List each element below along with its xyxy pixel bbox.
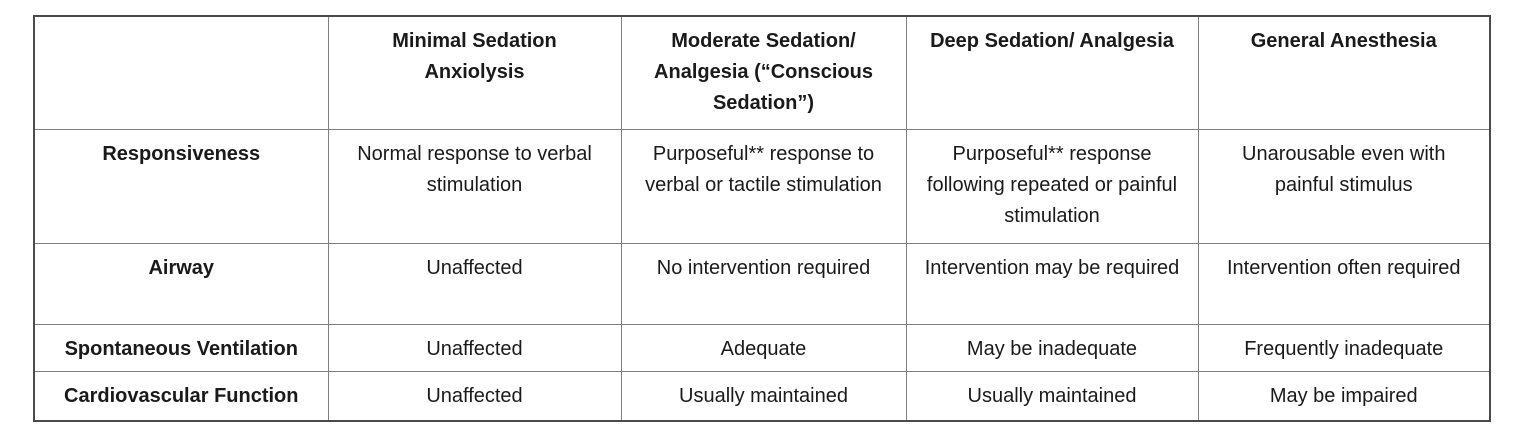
- table-cell: Usually maintained: [620, 370, 907, 422]
- table-cell: No intervention required: [620, 242, 907, 325]
- table-cell: Unaffected: [327, 323, 622, 372]
- table-cell: Intervention often required: [1197, 242, 1491, 325]
- table-cell: Purposeful** response following repeated…: [905, 128, 1199, 244]
- table-cell: Usually maintained: [905, 370, 1199, 422]
- table-cell: Adequate: [620, 323, 907, 372]
- column-header-general-anesthesia: General Anesthesia: [1197, 15, 1491, 130]
- table-cell: May be impaired: [1197, 370, 1491, 422]
- column-header-empty: [33, 15, 329, 130]
- table-cell: Normal response to verbal stimulation: [327, 128, 622, 244]
- row-label-responsiveness: Responsiveness: [33, 128, 329, 244]
- column-header-deep-sedation: Deep Sedation/ Analgesia: [905, 15, 1199, 130]
- table-cell: Unarousable even with painful stimulus: [1197, 128, 1491, 244]
- table-cell: Intervention may be required: [905, 242, 1199, 325]
- table-cell: Unaffected: [327, 242, 622, 325]
- header-row: Minimal Sedation Anxiolysis Moderate Sed…: [33, 15, 1491, 130]
- table-cell: Purposeful** response to verbal or tacti…: [620, 128, 907, 244]
- column-header-moderate-sedation: Moderate Sedation/ Analgesia (“Conscious…: [620, 15, 907, 130]
- table-row-cardiovascular-function: Cardiovascular Function Unaffected Usual…: [33, 370, 1491, 422]
- sedation-levels-table: Minimal Sedation Anxiolysis Moderate Sed…: [33, 15, 1491, 422]
- row-label-spontaneous-ventilation: Spontaneous Ventilation: [33, 323, 329, 372]
- table-row-responsiveness: Responsiveness Normal response to verbal…: [33, 128, 1491, 244]
- table-row-spontaneous-ventilation: Spontaneous Ventilation Unaffected Adequ…: [33, 323, 1491, 372]
- column-header-minimal-sedation: Minimal Sedation Anxiolysis: [327, 15, 622, 130]
- row-label-cardiovascular-function: Cardiovascular Function: [33, 370, 329, 422]
- table-cell: Frequently inadequate: [1197, 323, 1491, 372]
- row-label-airway: Airway: [33, 242, 329, 325]
- table-row-airway: Airway Unaffected No intervention requir…: [33, 242, 1491, 325]
- table-cell: May be inadequate: [905, 323, 1199, 372]
- table-cell: Unaffected: [327, 370, 622, 422]
